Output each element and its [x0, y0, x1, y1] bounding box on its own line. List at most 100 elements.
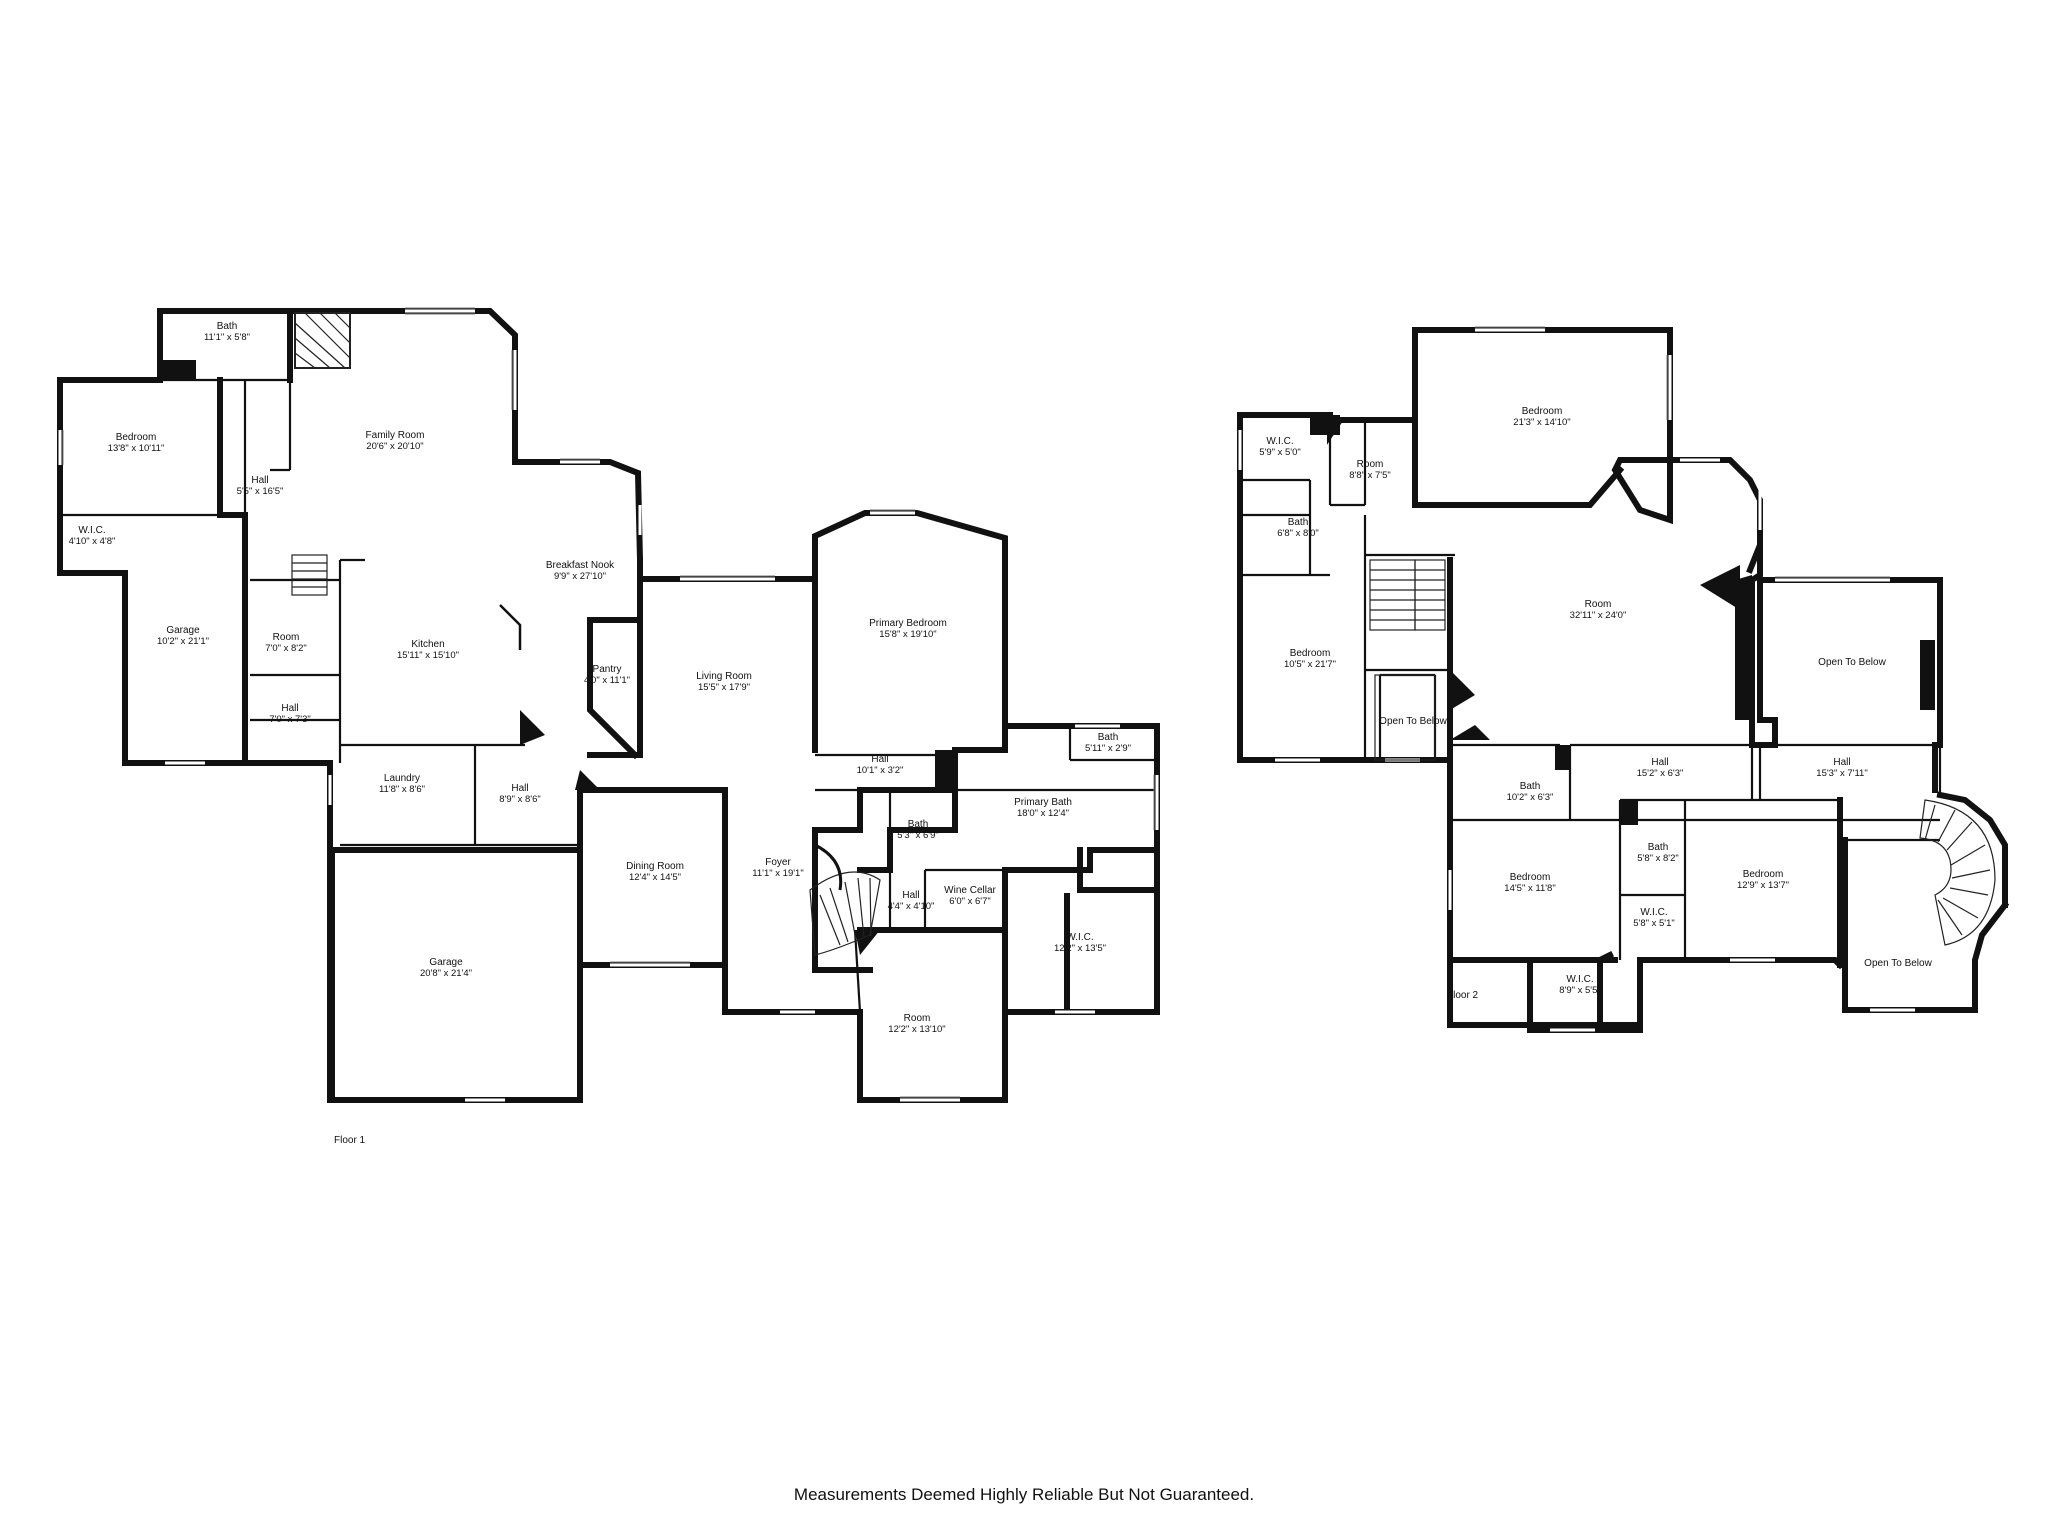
- room-dims: 21'3" x 14'10": [1513, 417, 1570, 428]
- room-name: W.I.C.: [1566, 974, 1593, 985]
- room-dims: 4'4" x 4'10": [888, 901, 935, 912]
- room-dims: 5'5" x 16'5": [237, 486, 284, 497]
- room-dims: 12'9" x 13'7": [1737, 880, 1789, 891]
- room-name: Bath: [217, 321, 238, 332]
- room-dims: 11'8" x 8'6": [379, 784, 425, 795]
- floor-2-walls: [1237, 327, 2010, 1033]
- room-name: Wine Cellar: [944, 885, 996, 896]
- room-name: Bedroom: [1510, 872, 1551, 883]
- room-name: Bath: [1520, 781, 1541, 792]
- floor-1-solid-blocks: [160, 360, 955, 955]
- room-dims: 4'10" x 4'8": [69, 536, 116, 547]
- room-dims: 12'2" x 13'10": [888, 1024, 945, 1035]
- floor-2-windows: [1238, 326, 1915, 1032]
- room-name: Hall: [281, 703, 298, 714]
- room-dims: 5'9" x 5'0": [1259, 447, 1301, 458]
- room-name: Bath: [908, 819, 929, 830]
- room-name: Hall: [251, 475, 268, 486]
- stairs-icon: [291, 554, 328, 596]
- room-dims: 9'9" x 27'10": [554, 571, 606, 582]
- room-name: Hall: [871, 754, 888, 765]
- room-name: Open To Below: [1379, 716, 1447, 727]
- room-name: Dining Room: [626, 861, 684, 872]
- room-dims: 32'11" x 24'0": [1570, 610, 1627, 621]
- room-name: Kitchen: [411, 639, 444, 650]
- room-dims: 11'1" x 19'1": [752, 868, 803, 879]
- room-name: W.I.C.: [1266, 436, 1293, 447]
- room-name: Primary Bath: [1014, 797, 1072, 808]
- foyer-curved-wall: [814, 843, 843, 891]
- room-dims: 12'2" x 13'5": [1054, 943, 1106, 954]
- room-name: Room: [273, 632, 300, 643]
- floor-2-solid-blocks: [1310, 415, 1935, 825]
- room-name: Garage: [166, 625, 200, 636]
- room-name: Living Room: [696, 671, 752, 682]
- room-dims: 8'9" x 5'5": [1559, 985, 1601, 996]
- room-name: W.I.C.: [78, 525, 105, 536]
- room-dims: 5'11" x 2'9": [1085, 743, 1131, 754]
- spiral-stairs-icon: [809, 871, 881, 956]
- room-dims: 5'8" x 8'2": [1637, 853, 1679, 864]
- floor-label: Floor 2: [1447, 990, 1479, 1001]
- room-name: Hall: [902, 890, 919, 901]
- disclaimer-text: Measurements Deemed Highly Reliable But …: [793, 1485, 1255, 1504]
- floor-1-windows: [58, 307, 1159, 1102]
- room-dims: 5'3" x 6'9": [897, 830, 939, 841]
- room-name: Room: [1585, 599, 1612, 610]
- room-dims: 8'8" x 7'5": [1349, 470, 1391, 481]
- fireplace-icon: [294, 312, 351, 369]
- room-name: Pantry: [593, 664, 622, 675]
- room-name: Bedroom: [1522, 406, 1563, 417]
- room-dims: 4'0" x 11'1": [584, 675, 630, 686]
- room-dims: 18'0" x 12'4": [1017, 808, 1069, 819]
- room-dims: 8'9" x 8'6": [499, 794, 541, 805]
- room-name: Bedroom: [1290, 648, 1331, 659]
- room-name: Room: [904, 1013, 931, 1024]
- room-dims: 15'11" x 15'10": [397, 650, 459, 661]
- room-name: Open To Below: [1864, 958, 1932, 969]
- room-dims: 15'2" x 6'3": [1637, 768, 1684, 779]
- room-name: Foyer: [765, 857, 791, 868]
- room-name: W.I.C.: [1066, 932, 1093, 943]
- room-dims: 11'1" x 5'8": [204, 332, 250, 343]
- floor-1-labels: Bath 11'1" x 5'8" Bedroom 13'8" x 10'11"…: [69, 321, 1131, 1146]
- room-dims: 10'1" x 3'2": [857, 765, 904, 776]
- floor-1-walls: [57, 308, 1160, 1103]
- kitchen-island: [499, 604, 522, 650]
- room-name: W.I.C.: [1640, 907, 1667, 918]
- room-name: Room: [1357, 459, 1384, 470]
- room-dims: 6'0" x 6'7": [949, 896, 991, 907]
- room-dims: 10'2" x 6'3": [1507, 792, 1554, 803]
- room-name: Breakfast Nook: [546, 560, 615, 571]
- room-name: Laundry: [384, 773, 420, 784]
- floor-2-interior-walls: [1240, 420, 1942, 960]
- room-dims: 15'5" x 17'9": [698, 682, 750, 693]
- room-name: Bath: [1288, 517, 1309, 528]
- room-dims: 7'0" x 7'3": [269, 714, 311, 725]
- floor-1-plan: [57, 307, 1160, 1103]
- room-dims: 12'4" x 14'5": [629, 872, 681, 883]
- room-dims: 13'8" x 10'11": [108, 443, 165, 454]
- room-name: Bedroom: [1743, 869, 1784, 880]
- room-name: Bath: [1648, 842, 1669, 853]
- room-name: Hall: [511, 783, 528, 794]
- room-name: Bath: [1098, 732, 1119, 743]
- room-dims: 5'8" x 5'1": [1633, 918, 1675, 929]
- room-name: Hall: [1833, 757, 1850, 768]
- floor-label: Floor 1: [334, 1135, 366, 1146]
- room-dims: 10'5" x 21'7": [1284, 659, 1336, 670]
- room-dims: 15'3" x 7'11": [1816, 768, 1867, 779]
- floor-2-labels: W.I.C. 5'9" x 5'0" Room 8'8" x 7'5" Bedr…: [1259, 406, 1932, 1001]
- room-name: Garage: [429, 957, 463, 968]
- room-name: Open To Below: [1818, 657, 1886, 668]
- room-dims: 7'0" x 8'2": [265, 643, 307, 654]
- room-name: Hall: [1651, 757, 1668, 768]
- room-name: Primary Bedroom: [869, 618, 947, 629]
- room-dims: 14'5" x 11'8": [1504, 883, 1555, 894]
- room-dims: 20'8" x 21'4": [420, 968, 472, 979]
- room-dims: 15'8" x 19'10": [879, 629, 936, 640]
- room-dims: 6'8" x 8'0": [1277, 528, 1319, 539]
- floor-2-spiral-stairs-icon: [1919, 799, 1996, 946]
- room-dims: 20'6" x 20'10": [366, 441, 423, 452]
